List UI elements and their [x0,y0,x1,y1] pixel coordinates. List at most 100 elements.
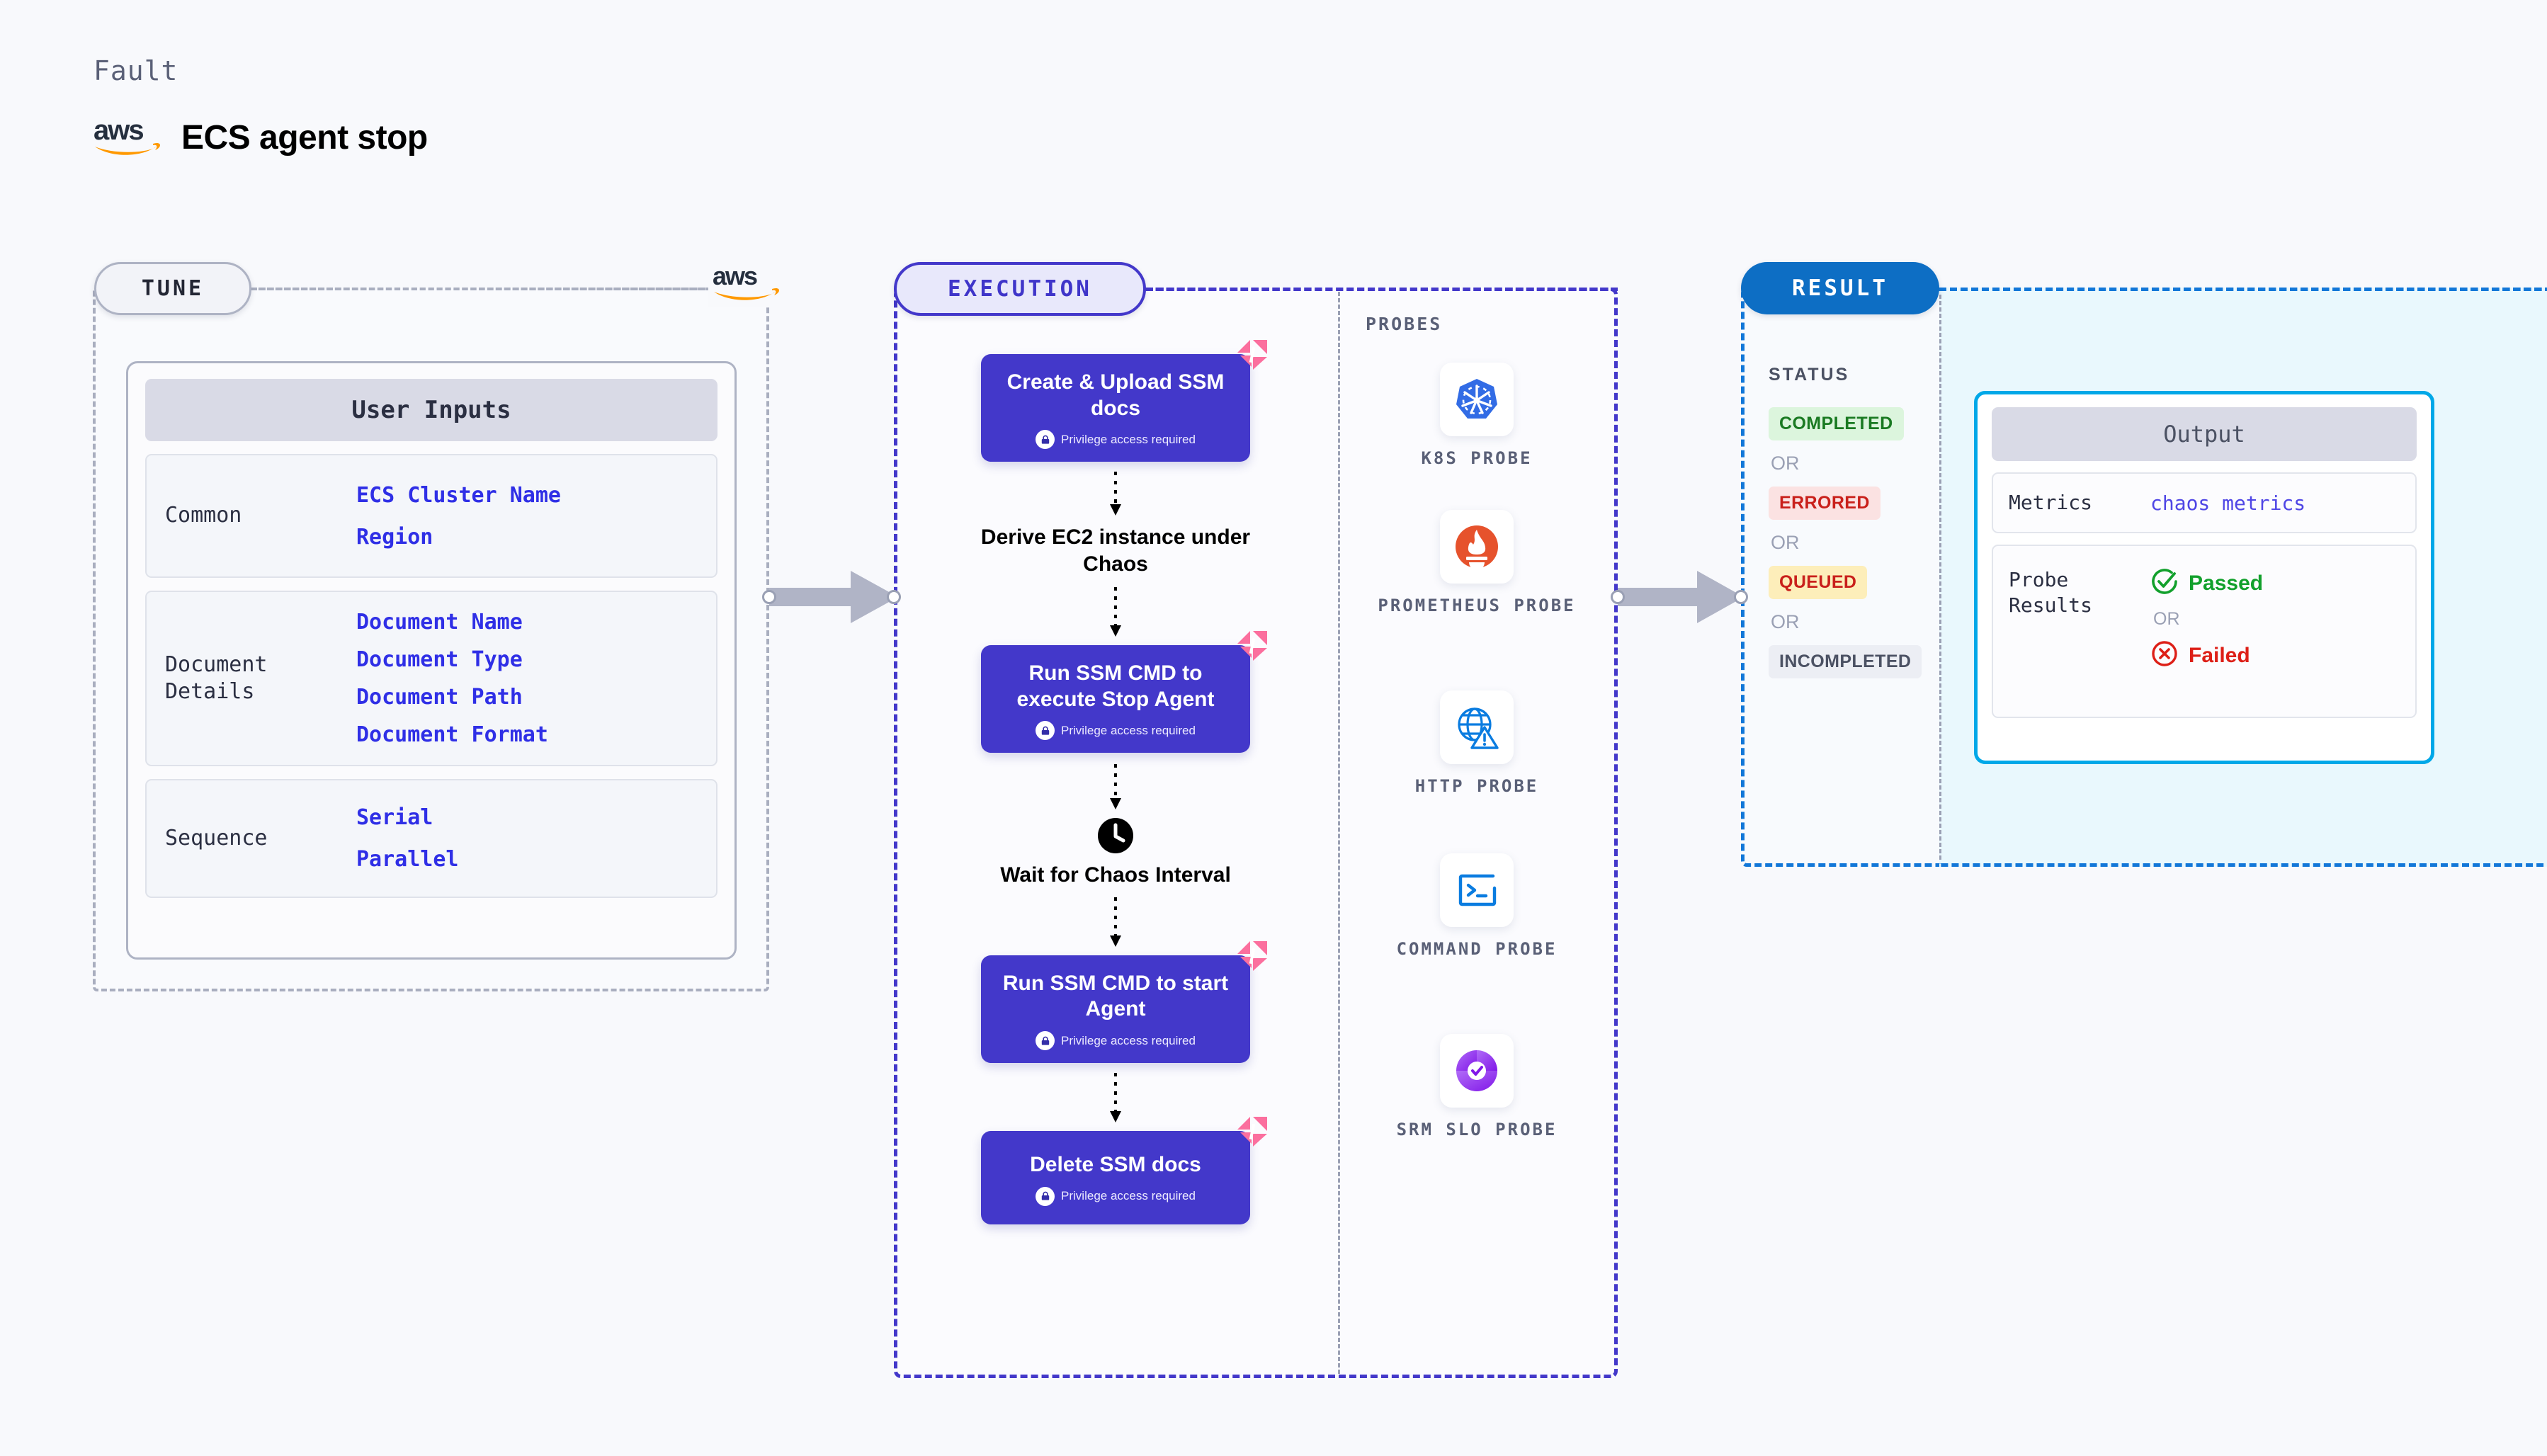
probe-srm-slo[interactable]: SRM SLO PROBE [1371,1034,1583,1141]
probe-label: COMMAND PROBE [1396,939,1558,959]
tune-section-label: Document Details [165,652,268,704]
tune-section-values: Serial Parallel [356,805,459,872]
tune-pill-connector [251,288,712,290]
probes-divider [1338,292,1340,1374]
privilege-note: Privilege access required [988,430,1243,450]
aws-logo-small-icon: aws [708,261,785,307]
flow-node-label: Run SSM CMD to start Agent [1002,971,1229,1021]
flow-node-label: Wait for Chaos Interval [1000,863,1231,887]
tune-value[interactable]: Serial [356,805,433,830]
tune-value[interactable]: Region [356,524,433,550]
prometheus-icon [1440,510,1514,584]
probe-label: SRM SLO PROBE [1396,1120,1558,1139]
chaos-flag-icon [1237,340,1267,370]
tune-pill[interactable]: TUNE [94,262,251,315]
probe-result-failed: Failed [2150,639,2263,671]
flow-arrow [960,1073,1271,1124]
tune-value[interactable]: Document Format [356,722,548,747]
tune-value[interactable]: Document Type [356,647,523,672]
terminal-icon [1440,853,1514,927]
tune-value[interactable]: Parallel [356,847,459,872]
status-badge-queued: QUEUED [1769,566,1868,599]
user-inputs-title: User Inputs [145,379,717,441]
or-separator: OR [1771,532,1800,553]
arrow-execution-to-result [1618,567,1745,631]
privilege-note-text: Privilege access required [1061,1189,1196,1203]
lock-icon [1036,1031,1055,1051]
tune-value[interactable]: Document Name [356,610,523,635]
lock-icon [1036,1186,1055,1206]
flow-node-wait-for-chaos-interval: Wait for Chaos Interval [960,817,1271,889]
privilege-note: Privilege access required [988,1031,1243,1051]
flow-node-label: Derive EC2 instance under Chaos [980,525,1251,576]
srm-slo-icon [1440,1034,1514,1108]
flow-node-run-ssm-cmd-stop-agent[interactable]: Run SSM CMD to execute Stop Agent Privil… [981,631,1267,753]
probe-k8s[interactable]: K8S PROBE [1371,363,1583,470]
output-metrics-row: Metrics chaos metrics [1992,472,2417,533]
kubernetes-icon [1440,363,1514,436]
tune-section-values: ECS Cluster Name Region [356,483,561,550]
svg-text:aws: aws [93,117,143,146]
result-pill[interactable]: RESULT [1741,262,1939,314]
http-globe-icon [1440,690,1514,764]
result-in-connector [1734,590,1748,604]
flow-arrow [960,764,1271,811]
lock-icon [1036,721,1055,741]
privilege-note-text: Privilege access required [1061,1033,1196,1047]
flow-node-delete-ssm-docs[interactable]: Delete SSM docs Privilege access require… [981,1117,1267,1224]
probe-result-passed-label: Passed [2189,571,2264,595]
tune-value[interactable]: ECS Cluster Name [356,482,561,508]
tune-out-connector [762,590,776,604]
tune-section-label: Sequence [165,825,268,851]
output-probe-results-row: Probe Results Passed OR [1992,545,2417,718]
result-pill-connector [1939,288,2547,291]
probe-results-label: Probe Results [2009,568,2093,618]
metrics-label: Metrics [2009,490,2093,514]
flow-node-create-upload-ssm-docs[interactable]: Create & Upload SSM docs Privilege acces… [981,340,1267,462]
execution-in-connector [887,590,901,604]
tune-section-common: Common ECS Cluster Name Region [145,454,717,578]
flow-node-label: Run SSM CMD to execute Stop Agent [1016,661,1215,711]
probe-result-failed-label: Failed [2189,643,2250,667]
chaos-flag-icon [1237,631,1267,661]
probe-label: HTTP PROBE [1414,776,1539,796]
user-inputs-card: User Inputs Common ECS Cluster Name Regi… [126,361,737,960]
output-card-title: Output [1992,407,2417,461]
probe-label: K8S PROBE [1421,448,1533,468]
privilege-note: Privilege access required [988,721,1243,741]
result-output-divider [1939,295,1941,860]
flow-node-derive-ec2-instance: Derive EC2 instance under Chaos [960,524,1271,577]
page-kicker: Fault [93,55,178,86]
execution-flow: Create & Upload SSM docs Privilege acces… [960,340,1271,1224]
flow-node-run-ssm-cmd-start-agent[interactable]: Run SSM CMD to start Agent Privilege acc… [981,940,1267,1064]
privilege-note-text: Privilege access required [1061,723,1196,737]
flow-node-label: Delete SSM docs [1030,1153,1201,1177]
probe-prometheus[interactable]: PROMETHEUS PROBE [1371,510,1583,617]
tune-section-label: Common [165,503,242,528]
status-list: COMPLETED OR ERRORED OR QUEUED OR INCOMP… [1769,407,1931,678]
tune-value[interactable]: Document Path [356,685,523,710]
close-circle-icon [2150,639,2179,671]
tune-section-values: Document Name Document Type Document Pat… [356,610,548,747]
flow-arrow [960,897,1271,948]
check-circle-icon [2150,567,2179,599]
or-separator: OR [1771,611,1800,632]
lock-icon [1036,430,1055,450]
or-separator: OR [1771,453,1800,474]
execution-pill[interactable]: EXECUTION [894,262,1146,316]
aws-logo-icon: aws [92,117,163,158]
tune-section-document-details: Document Details Document Name Document … [145,591,717,766]
svg-text:aws: aws [713,263,757,290]
status-badge-errored: ERRORED [1769,487,1881,520]
flow-node-label: Create & Upload SSM docs [1006,370,1225,420]
or-separator: OR [2153,609,2180,629]
probe-command[interactable]: COMMAND PROBE [1371,853,1583,960]
execution-pill-connector [1146,288,1618,291]
probe-label: PROMETHEUS PROBE [1378,596,1576,615]
clock-icon [960,817,1271,855]
arrow-tune-to-execution [769,567,900,631]
probe-http[interactable]: HTTP PROBE [1371,690,1583,797]
metrics-value[interactable]: chaos metrics [2150,491,2306,515]
chaos-flag-icon [1237,1117,1267,1147]
